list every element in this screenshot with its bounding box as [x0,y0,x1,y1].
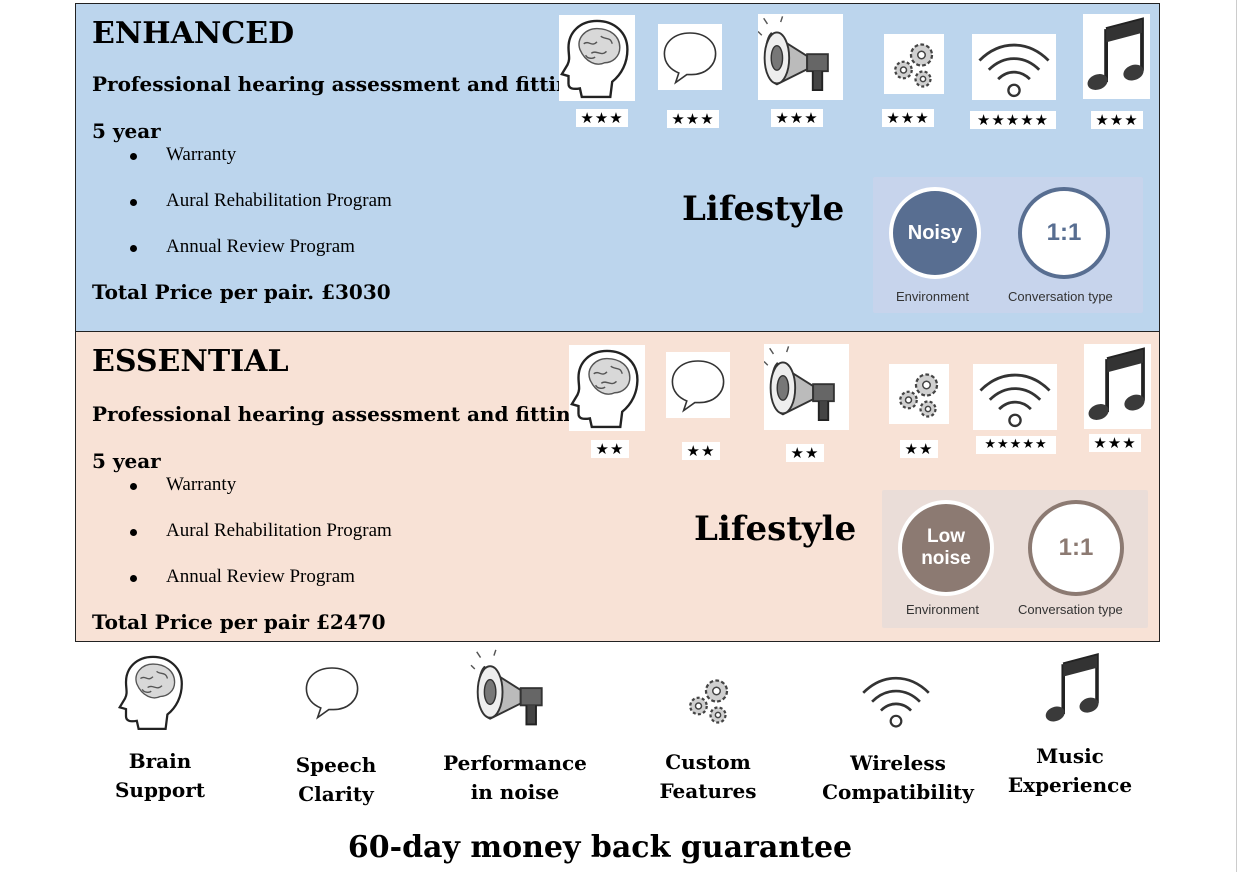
list-item-label: Annual Review Program [166,566,355,587]
benefit-list: Warranty Aural Rehabilitation Program An… [128,144,392,282]
legend-label-line: Speech [295,753,377,777]
lifestyle-heading: Lifestyle [694,509,857,549]
warranty-years: 5 year [92,119,161,143]
tier-name: ESSENTIAL [92,344,289,379]
total-price: Total Price per pair £2470 [92,610,386,634]
conversation-type-badge: 1:1 [1018,187,1110,279]
speech-bubble-icon [658,24,722,90]
list-item-label: Aural Rehabilitation Program [166,190,392,211]
legend-label-line: Clarity [298,782,374,806]
legend-label-custom-features: Custom Features [623,748,793,806]
list-item: Warranty [128,144,392,190]
gears-icon [889,364,949,424]
wireless-icon [973,364,1057,430]
list-item: Warranty [128,474,392,520]
megaphone-icon [470,648,558,734]
music-experience-rating: ★★★ [1089,434,1141,452]
enhanced-tier-panel: ENHANCED Professional hearing assessment… [75,3,1160,332]
brain-head-icon [569,345,645,431]
tier-name: ENHANCED [92,16,295,51]
bullet-icon [130,153,137,160]
environment-label: Environment [896,289,969,304]
lifestyle-panel: Low noise Environment 1:1 Conversation t… [882,490,1148,628]
wireless-compatibility-rating: ★★★★★ [976,436,1056,454]
brain-support-rating: ★★ [591,440,629,458]
list-item-label: Annual Review Program [166,236,355,257]
performance-in-noise-rating: ★★ [786,444,824,462]
custom-features-rating: ★★★ [882,109,934,127]
speech-clarity-rating: ★★ [682,442,720,460]
benefit-list: Warranty Aural Rehabilitation Program An… [128,474,392,612]
legend-label-line: Custom [665,750,751,774]
speech-bubble-icon [300,660,364,724]
list-item-label: Aural Rehabilitation Program [166,520,392,541]
conversation-type-label: Conversation type [1008,289,1113,304]
list-item: Annual Review Program [128,566,392,612]
speech-clarity-rating: ★★★ [667,110,719,128]
lifestyle-heading: Lifestyle [682,189,845,229]
page-edge-divider [1236,0,1237,872]
legend-label-brain-support: Brain Support [75,747,245,805]
legend-label-performance-in-noise: Performance in noise [430,749,600,807]
environment-label: Environment [906,602,979,617]
legend-label-line: Support [114,778,206,802]
legend-label-line: in noise [470,780,560,804]
conversation-type-label: Conversation type [1018,602,1123,617]
list-item: Aural Rehabilitation Program [128,520,392,566]
bullet-icon [130,245,137,252]
list-item: Annual Review Program [128,236,392,282]
bullet-icon [130,483,137,490]
bullet-icon [130,199,137,206]
legend-label-line: Brain [128,749,192,773]
megaphone-icon [764,344,849,430]
money-back-guarantee: 60-day money back guarantee [347,830,853,865]
environment-badge: Low noise [898,500,994,596]
legend-label-speech-clarity: Speech Clarity [251,751,421,809]
custom-features-rating: ★★ [900,440,938,458]
legend-label-line: Music [1036,744,1104,768]
assessment-text: Professional hearing assessment and fitt… [92,72,585,96]
wireless-icon [972,34,1056,100]
environment-badge: Noisy [889,187,981,279]
legend-label-line: Compatibility [822,780,974,804]
assessment-text: Professional hearing assessment and fitt… [92,402,585,426]
list-item: Aural Rehabilitation Program [128,190,392,236]
conversation-type-badge: 1:1 [1028,500,1124,596]
music-note-icon [1083,14,1150,99]
legend-label-music-experience: Music Experience [985,742,1155,800]
wireless-icon [854,668,938,730]
bullet-icon [130,575,137,582]
list-item-label: Warranty [166,144,237,165]
legend-label-line: Wireless [850,751,946,775]
music-note-icon [1084,344,1151,429]
megaphone-icon [758,14,843,100]
music-note-icon [1040,650,1106,730]
warranty-years: 5 year [92,449,161,473]
legend-label-line: Features [659,779,757,803]
gears-icon [884,34,944,94]
performance-in-noise-rating: ★★★ [771,109,823,127]
legend-label-line: Experience [1007,773,1133,797]
bullet-icon [130,529,137,536]
legend-label-wireless-compatibility: Wireless Compatibility [813,749,983,807]
lifestyle-panel: Noisy Environment 1:1 Conversation type [873,177,1143,313]
wireless-compatibility-rating: ★★★★★ [970,111,1056,129]
speech-bubble-icon [666,352,730,418]
music-experience-rating: ★★★ [1091,111,1143,129]
list-item-label: Warranty [166,474,237,495]
total-price: Total Price per pair. £3030 [92,280,391,304]
brain-support-rating: ★★★ [576,109,628,127]
essential-tier-panel: ESSENTIAL Professional hearing assessmen… [75,331,1160,642]
brain-head-icon [117,650,189,734]
gears-icon [678,670,740,730]
brain-head-icon [559,15,635,101]
legend-label-line: Performance [443,751,587,775]
